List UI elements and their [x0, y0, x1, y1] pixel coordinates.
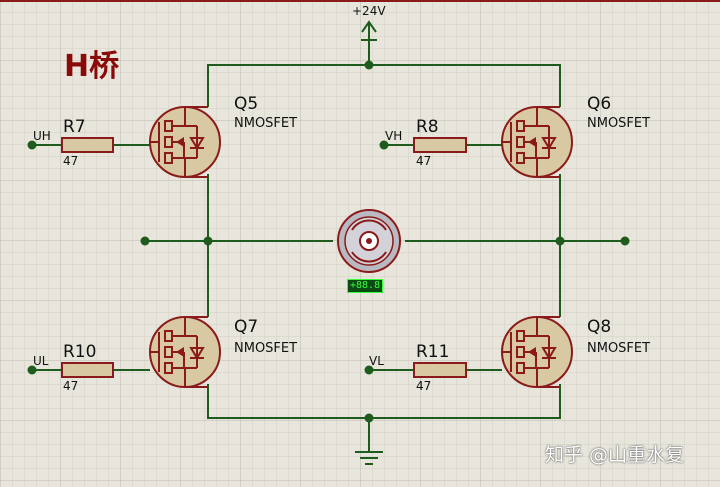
mosfet-q5[interactable] [148, 106, 221, 178]
mosfet-leads [185, 106, 560, 388]
q6-ref: Q6 [587, 94, 612, 114]
junctions [27, 60, 630, 423]
r11-value: 47 [416, 379, 432, 393]
r10-ref: R10 [63, 342, 97, 362]
power-terminal-icon[interactable] [361, 20, 377, 41]
resistor-r11[interactable] [413, 362, 467, 378]
watermark: 知乎 @山重水复 [545, 444, 685, 466]
ul-pin-label: UL [33, 354, 49, 368]
q5-ref: Q5 [234, 94, 259, 114]
r11-ref: R11 [416, 342, 450, 362]
motor-icon[interactable] [337, 209, 401, 273]
r10-value: 47 [63, 379, 79, 393]
vh-pin-label: VH [385, 129, 403, 143]
q8-ref: Q8 [587, 317, 612, 337]
power-label: +24V [352, 4, 386, 18]
r8-ref: R8 [416, 117, 439, 137]
ground-icon[interactable] [355, 451, 383, 465]
q5-type: NMOSFET [234, 116, 298, 131]
motor-speed-readout: +88.8 [347, 279, 384, 293]
mosfet-q8[interactable] [500, 316, 573, 388]
resistor-r10[interactable] [61, 362, 114, 378]
mosfet-q7[interactable] [148, 316, 221, 388]
r7-ref: R7 [63, 117, 86, 137]
q8-type: NMOSFET [587, 341, 651, 356]
q6-type: NMOSFET [587, 116, 651, 131]
q7-ref: Q7 [234, 317, 259, 337]
mosfet-q6[interactable] [500, 106, 573, 178]
uh-pin-label: UH [33, 129, 51, 143]
r7-value: 47 [63, 154, 79, 168]
resistor-r7[interactable] [61, 137, 114, 153]
vl-pin-label: VL [369, 354, 384, 368]
diagram-title: H桥 [64, 49, 120, 84]
r8-value: 47 [416, 154, 432, 168]
resistor-r8[interactable] [413, 137, 467, 153]
q7-type: NMOSFET [234, 341, 298, 356]
